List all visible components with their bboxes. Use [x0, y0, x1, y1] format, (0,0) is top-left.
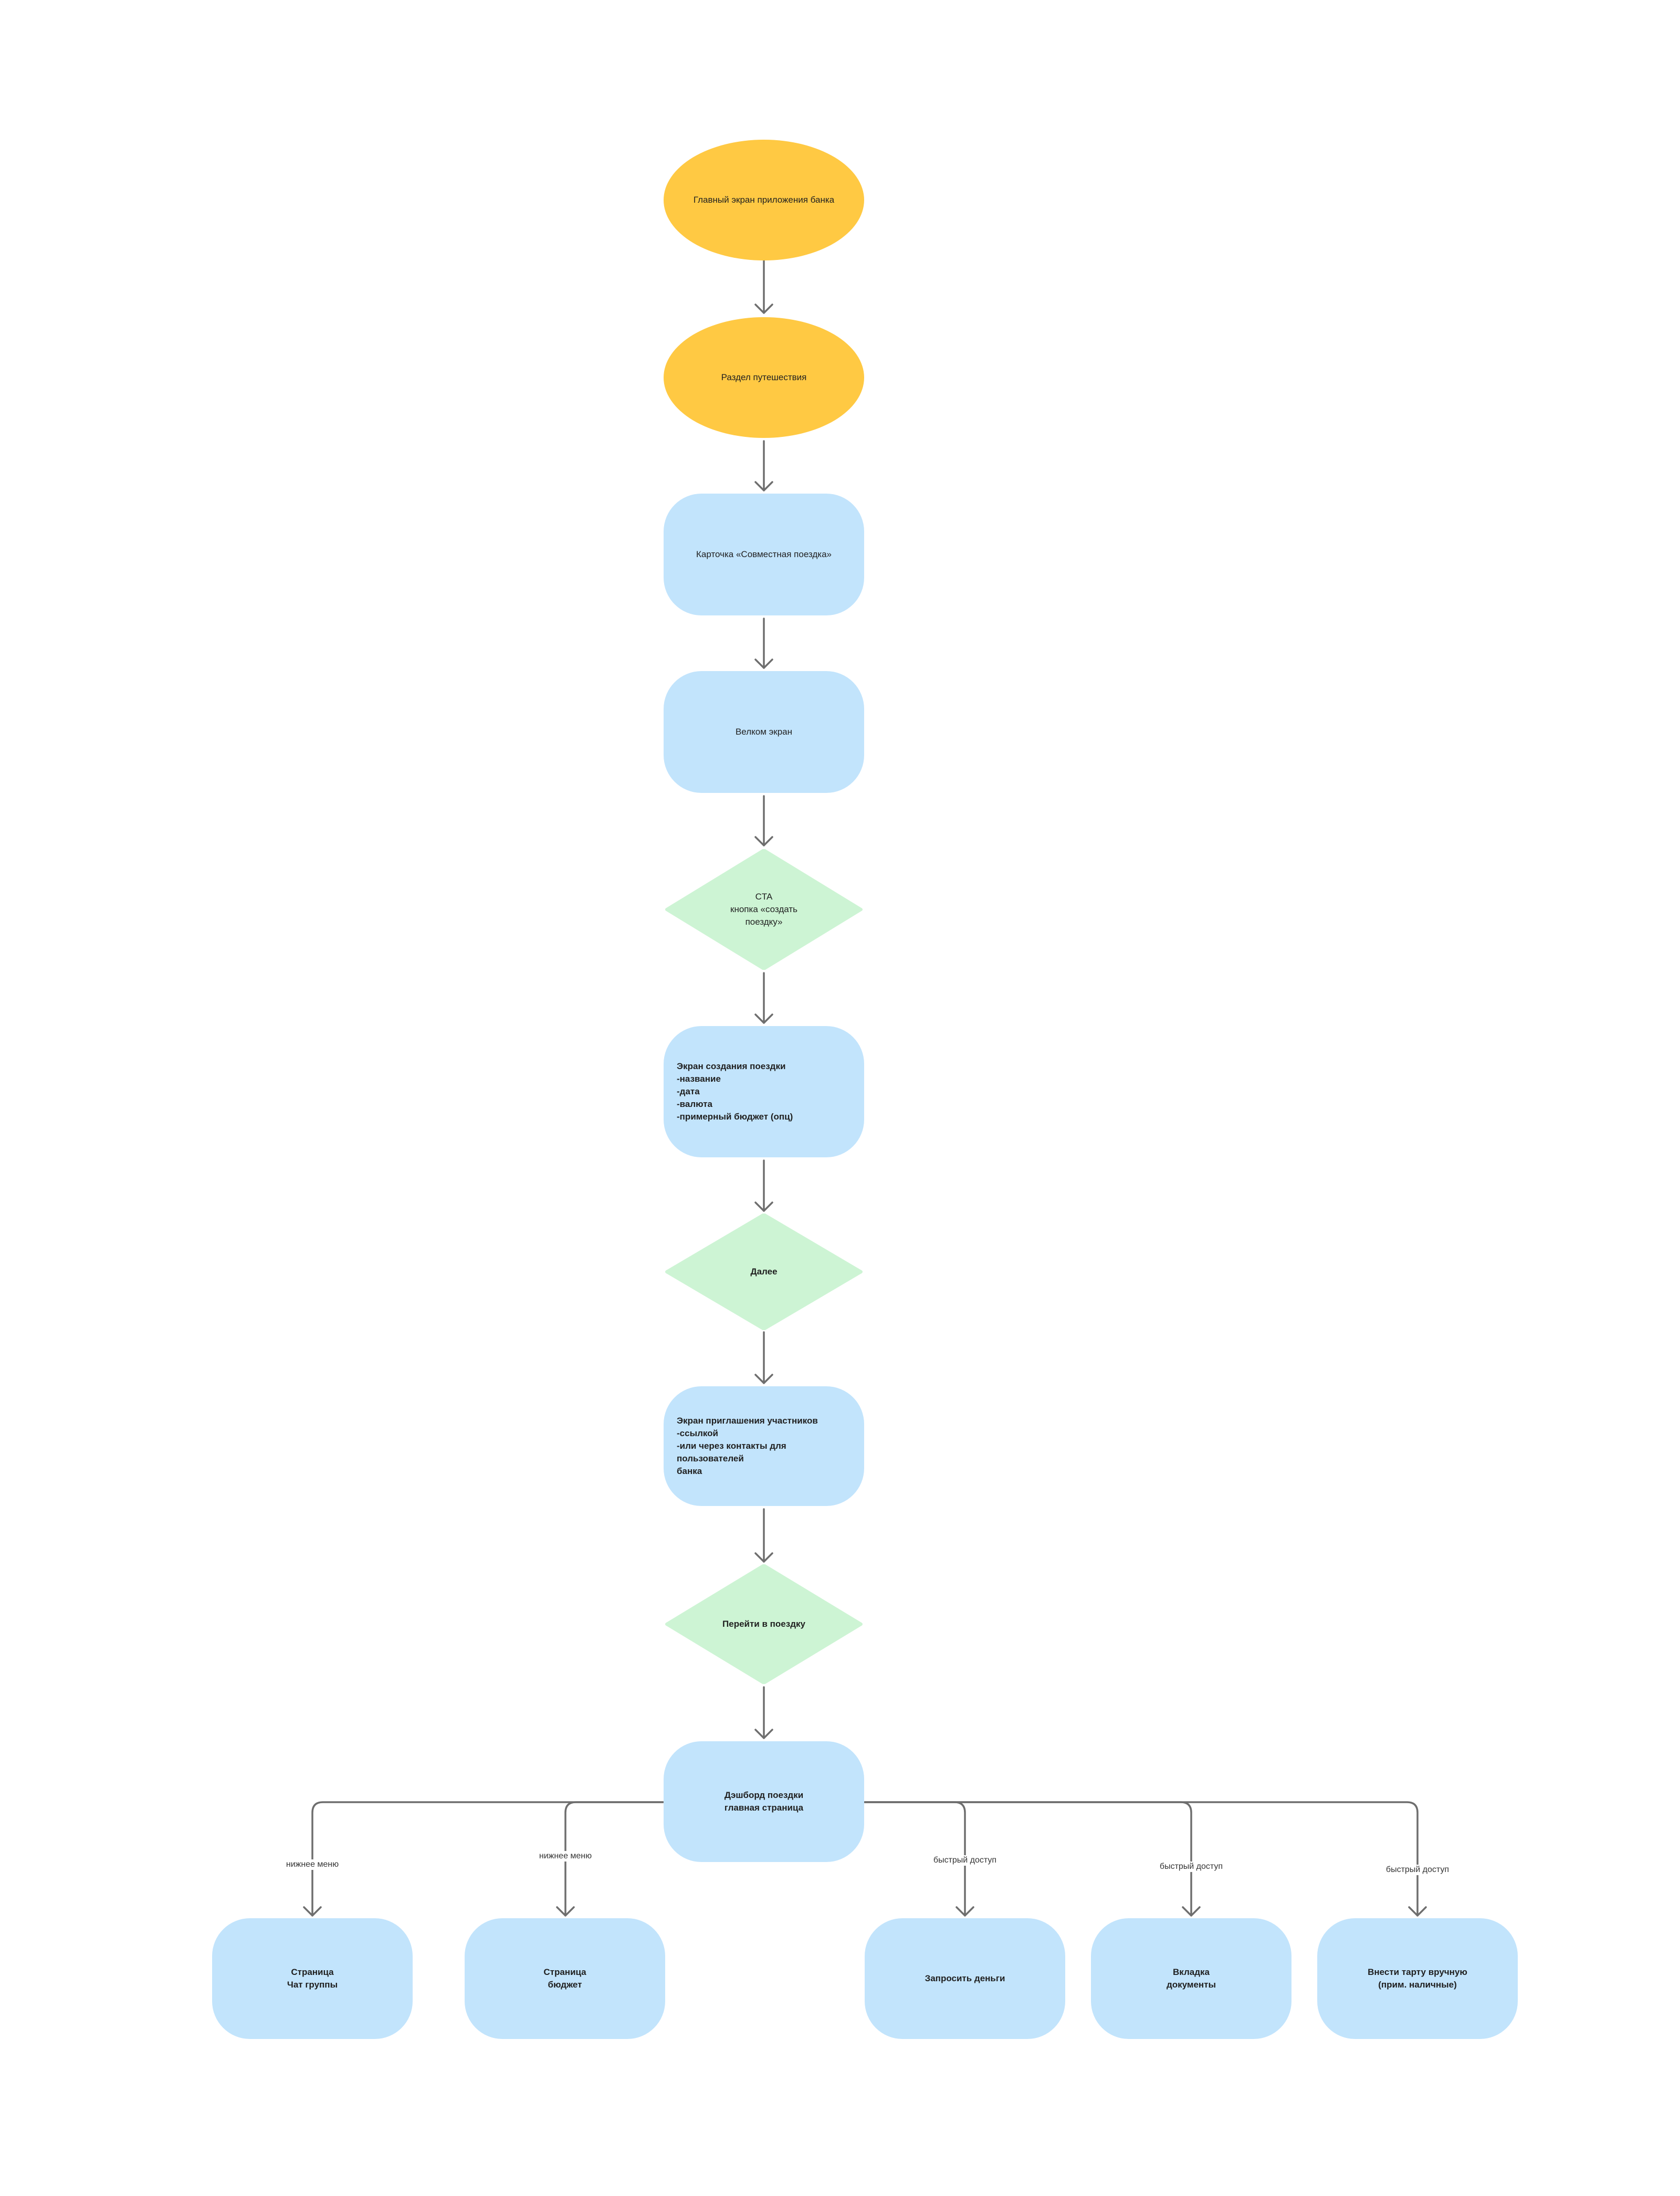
- arrow-dashboard-to-chat: [303, 1801, 664, 1917]
- arrow-invite-to-go: [754, 1508, 773, 1563]
- node-joint-trip-card: Карточка «Совместная поездка»: [664, 494, 864, 615]
- arrow-welcome-to-cta: [754, 795, 773, 846]
- edge-label-budget: нижнее меню: [537, 1851, 594, 1862]
- node-main-screen: Главный экран приложения банка: [664, 140, 864, 260]
- node-budget-page-label: Страница бюджет: [543, 1967, 586, 1990]
- node-invite-screen-label: Экран приглашения участников -ссылкой -и…: [677, 1416, 818, 1476]
- node-request-money: Запросить деньги: [865, 1918, 1065, 2039]
- edge-label-chat: нижнее меню: [284, 1859, 341, 1870]
- arrow-main-to-travel: [754, 259, 773, 314]
- node-cta-create: CTA кнопка «создать поездку»: [664, 849, 864, 970]
- node-go-to-trip-label: Перейти в поездку: [722, 1619, 805, 1629]
- node-next: Далее: [664, 1214, 864, 1330]
- node-budget-page: Страница бюджет: [465, 1918, 665, 2039]
- diamond-shape: [665, 849, 863, 970]
- node-cta-create-box: CTA кнопка «создать поездку»: [664, 849, 864, 970]
- node-trip-dashboard: Дэшборд поездки главная страница: [664, 1741, 864, 1862]
- node-travel-section-label: Раздел путешествия: [721, 372, 807, 382]
- node-manual-expense-label: Внести тарту вручную (прим. наличные): [1368, 1967, 1467, 1990]
- node-next-box: Далее: [664, 1214, 864, 1330]
- arrow-go-to-dashboard: [754, 1686, 773, 1739]
- node-documents-tab: Вкладка документы: [1091, 1918, 1292, 2039]
- arrow-dashboard-to-documents: [864, 1801, 1201, 1917]
- node-chat-page: Страница Чат группы: [212, 1918, 413, 2039]
- node-go-to-trip-box: Перейти в поездку: [664, 1564, 864, 1684]
- node-travel-section: Раздел путешествия: [664, 317, 864, 438]
- node-cta-create-label: CTA кнопка «создать поездку»: [730, 892, 797, 927]
- node-manual-expense: Внести тарту вручную (прим. наличные): [1317, 1918, 1518, 2039]
- diamond-shape: [665, 1564, 863, 1684]
- diamond-shape: [665, 1214, 863, 1330]
- node-documents-tab-label: Вкладка документы: [1166, 1967, 1216, 1990]
- node-invite-screen: Экран приглашения участников -ссылкой -и…: [664, 1386, 864, 1506]
- arrow-next-to-invite: [754, 1331, 773, 1384]
- node-create-trip-screen: Экран создания поездки -название -дата -…: [664, 1026, 864, 1157]
- node-create-trip-screen-label: Экран создания поездки -название -дата -…: [677, 1061, 793, 1122]
- node-request-money-label: Запросить деньги: [925, 1973, 1005, 1983]
- edge-label-request: быстрый доступ: [931, 1855, 999, 1866]
- arrow-travel-to-card: [754, 440, 773, 492]
- arrow-create-to-next: [754, 1159, 773, 1212]
- node-trip-dashboard-label: Дэшборд поездки главная страница: [724, 1790, 804, 1813]
- node-joint-trip-card-label: Карточка «Совместная поездка»: [696, 549, 832, 559]
- node-next-label: Далее: [750, 1267, 778, 1277]
- node-chat-page-label: Страница Чат группы: [287, 1967, 338, 1990]
- arrow-card-to-welcome: [754, 618, 773, 669]
- node-main-screen-label: Главный экран приложения банка: [693, 195, 835, 205]
- edge-label-manual: быстрый доступ: [1383, 1865, 1452, 1875]
- arrow-cta-to-create: [754, 972, 773, 1024]
- node-go-to-trip: Перейти в поездку: [664, 1564, 864, 1684]
- edge-label-documents: быстрый доступ: [1157, 1862, 1225, 1872]
- node-welcome-screen: Велком экран: [664, 671, 864, 793]
- node-welcome-screen-label: Велком экран: [735, 727, 793, 737]
